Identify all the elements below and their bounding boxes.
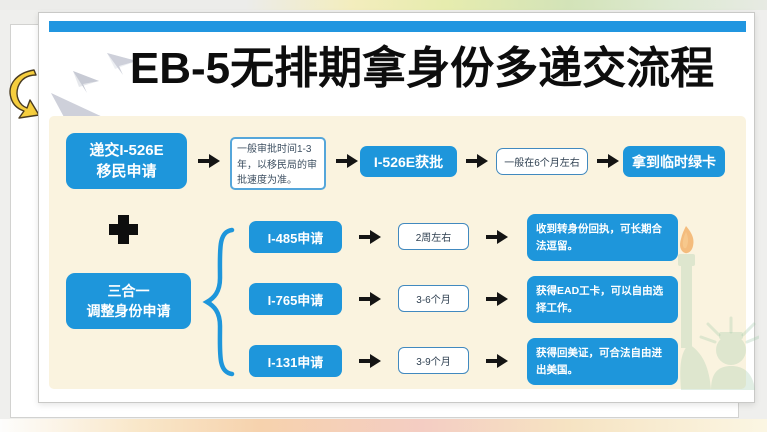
main-page-sheet: EB-5无排期拿身份多递交流程 递交I-526E 移民申请 一般审批时间1-3年… <box>38 12 759 403</box>
step-i526e-approved: I-526E获批 <box>360 146 457 177</box>
step-submit-line1: 递交I-526E <box>89 142 164 159</box>
statue-of-liberty-icon <box>678 226 759 390</box>
step-three-in-one: 三合一 调整身份申请 <box>66 273 191 329</box>
approval-time-note: 一般审批时间1-3年，以移民局的审批速度为准。 <box>230 137 326 190</box>
duration-i485: 2周左右 <box>398 223 469 250</box>
result-i131: 获得回美证，可合法自由进出美国。 <box>527 338 678 385</box>
duration-i765: 3-6个月 <box>398 285 469 312</box>
curved-arrow-icon <box>9 69 40 119</box>
flow-panel: 递交I-526E 移民申请 一般审批时间1-3年，以移民局的审批速度为准。 I-… <box>49 116 759 390</box>
flow-arrow-icon <box>198 154 221 168</box>
step-submit-i526e: 递交I-526E 移民申请 <box>66 133 187 189</box>
plus-icon <box>109 215 138 244</box>
background-gradient-top <box>0 0 767 10</box>
step-temporary-green-card: 拿到临时绿卡 <box>623 146 725 177</box>
step-i765: I-765申请 <box>249 283 342 315</box>
step-i485: I-485申请 <box>249 221 342 253</box>
flow-arrow-icon <box>336 154 359 168</box>
flow-arrow-icon <box>466 154 489 168</box>
duration-i131: 3-9个月 <box>398 347 469 374</box>
step-i131: I-131申请 <box>249 345 342 377</box>
brace-icon <box>202 227 235 377</box>
result-i765: 获得EAD工卡，可以自由选择工作。 <box>527 276 678 323</box>
page-title: EB-5无排期拿身份多递交流程 <box>129 44 715 93</box>
flow-arrow-icon <box>359 230 382 244</box>
flow-arrow-icon <box>486 354 509 368</box>
duration-6-months: 一般在6个月左右 <box>496 148 588 175</box>
combo-line2: 调整身份申请 <box>86 303 171 319</box>
combo-line1: 三合一 <box>107 282 150 299</box>
step-submit-line2: 移民申请 <box>96 163 157 180</box>
flow-arrow-icon <box>486 292 509 306</box>
flow-arrow-icon <box>486 230 509 244</box>
flow-arrow-icon <box>359 292 382 306</box>
flow-arrow-icon <box>359 354 382 368</box>
top-accent-bar <box>49 21 746 32</box>
result-i485: 收到转身份回执，可长期合法逗留。 <box>527 214 678 261</box>
background-gradient-bottom <box>0 419 767 432</box>
flow-arrow-icon <box>597 154 620 168</box>
